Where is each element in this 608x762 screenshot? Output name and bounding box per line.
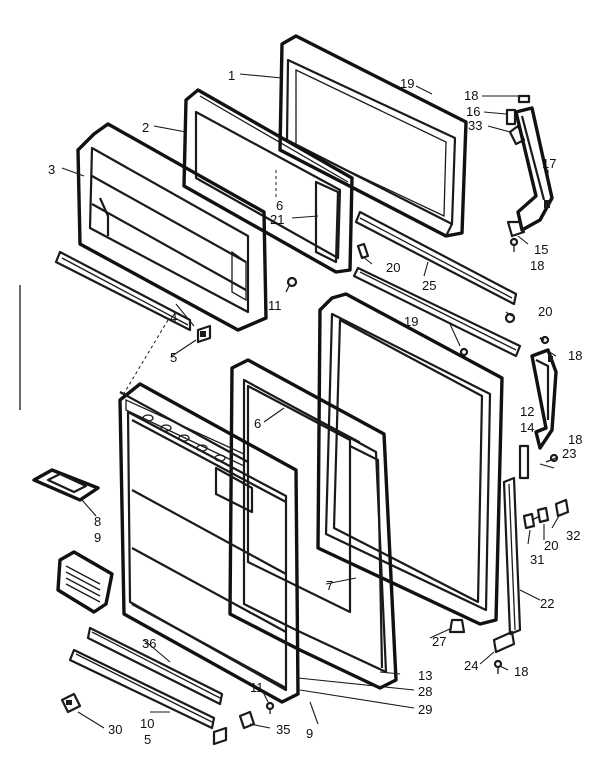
freezer-door-panel [278,34,468,238]
callout-18: 18 [568,432,582,447]
callout-21: 21 [270,212,284,227]
callout-7: 7 [326,578,333,593]
door-shelf-strip-lower [68,626,224,730]
callout-6: 6 [276,198,283,213]
fresh-food-door-panel [316,292,504,626]
fresh-food-liner-assembly [118,382,300,704]
callout-18: 18 [514,664,528,679]
door-shelf-strip-upper [54,250,192,332]
callout-9: 9 [94,530,101,545]
callout-14: 14 [520,420,534,435]
callout-20: 20 [538,304,552,319]
freezer-door-liner [182,88,354,274]
callout-10: 10 [140,716,154,731]
callout-19: 19 [400,76,414,91]
freezer-door-bottom-strip [352,210,522,358]
callout-1: 1 [228,68,235,83]
callout-11: 11 [268,298,282,313]
plug-door-top [459,347,469,357]
plug-right [504,312,516,324]
callout-22: 22 [540,596,554,611]
callout-9: 9 [306,726,313,741]
callout-2: 2 [142,120,149,135]
callout-19: 19 [404,314,418,329]
fresh-food-door-liner [228,358,398,690]
door-side-strip [502,476,522,636]
dairy-compartment-door [56,550,114,614]
callout-31: 31 [530,552,544,567]
upper-hinge-assembly [505,94,554,252]
callout-18: 18 [568,348,582,363]
screw-upper [285,276,298,293]
door-stop-lower [238,710,256,730]
callout-28: 28 [418,684,432,699]
callout-24: 24 [464,658,478,673]
callout-12: 12 [520,404,534,419]
callout-4: 4 [170,310,177,325]
bottom-hinge [492,630,516,674]
door-stop-parts [522,498,570,530]
control-panel-holes [142,414,226,462]
callout-5: 5 [144,732,151,747]
callout-3: 3 [48,162,55,177]
callout-5: 5 [170,350,177,365]
callout-32: 32 [566,528,580,543]
callout-18: 18 [530,258,544,273]
callout-11: 11 [250,680,264,695]
shelf-end-cap-upper [196,324,212,344]
shelf-clip [60,692,82,714]
plug-upper [356,242,370,260]
callout-36: 36 [142,636,156,651]
callout-27: 27 [432,634,446,649]
callout-17: 17 [542,156,556,171]
callout-labels: 1 2 3 4 5 6 21 11 19 18 16 33 17 15 18 2… [48,68,582,747]
callout-15: 15 [534,242,548,257]
callout-13: 13 [418,668,432,683]
butter-compartment-lid [32,468,100,502]
shelf-end-cap-lower [212,726,228,746]
callout-20: 20 [544,538,558,553]
callout-23: 23 [562,446,576,461]
callout-30: 30 [108,722,122,737]
callout-8: 8 [94,514,101,529]
freezer-shelf-tray [76,122,268,332]
callout-18: 18 [464,88,478,103]
screw-lower [265,701,275,714]
leader-lines [61,73,561,729]
callout-35: 35 [276,722,290,737]
callout-20: 20 [386,260,400,275]
callout-29: 29 [418,702,432,717]
callout-25: 25 [422,278,436,293]
callout-33: 33 [468,118,482,133]
callout-16: 16 [466,104,480,119]
callout-6: 6 [254,416,261,431]
lower-hinge-assembly [518,335,559,480]
bushing [448,618,466,634]
